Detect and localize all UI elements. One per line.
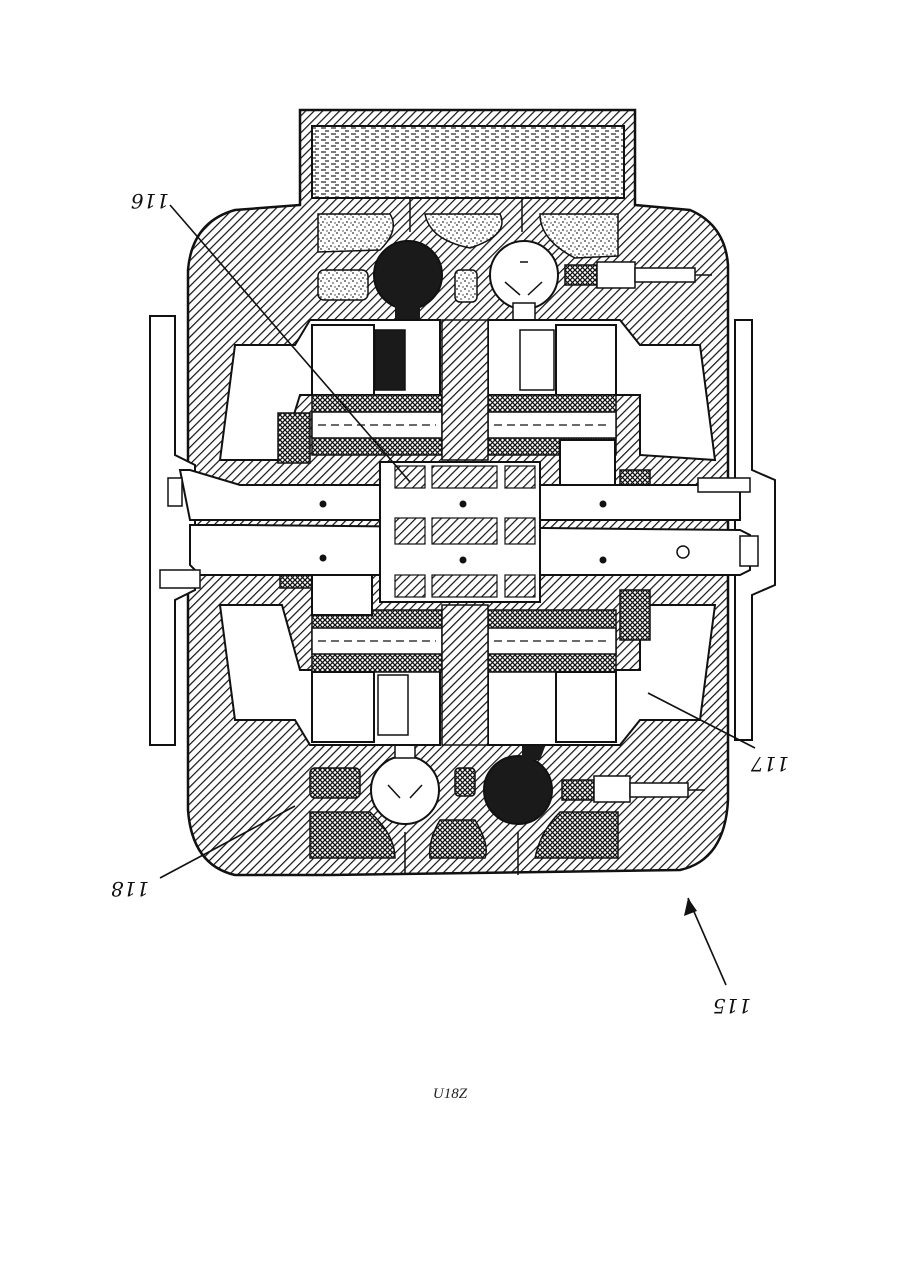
ref-116: 116	[131, 189, 169, 213]
page-code: U18Z	[0, 1086, 900, 1103]
ref-115: 115	[713, 994, 751, 1018]
top-reservoir	[312, 126, 624, 198]
ref-118: 118	[111, 877, 149, 901]
ref-117: 117	[751, 752, 789, 776]
